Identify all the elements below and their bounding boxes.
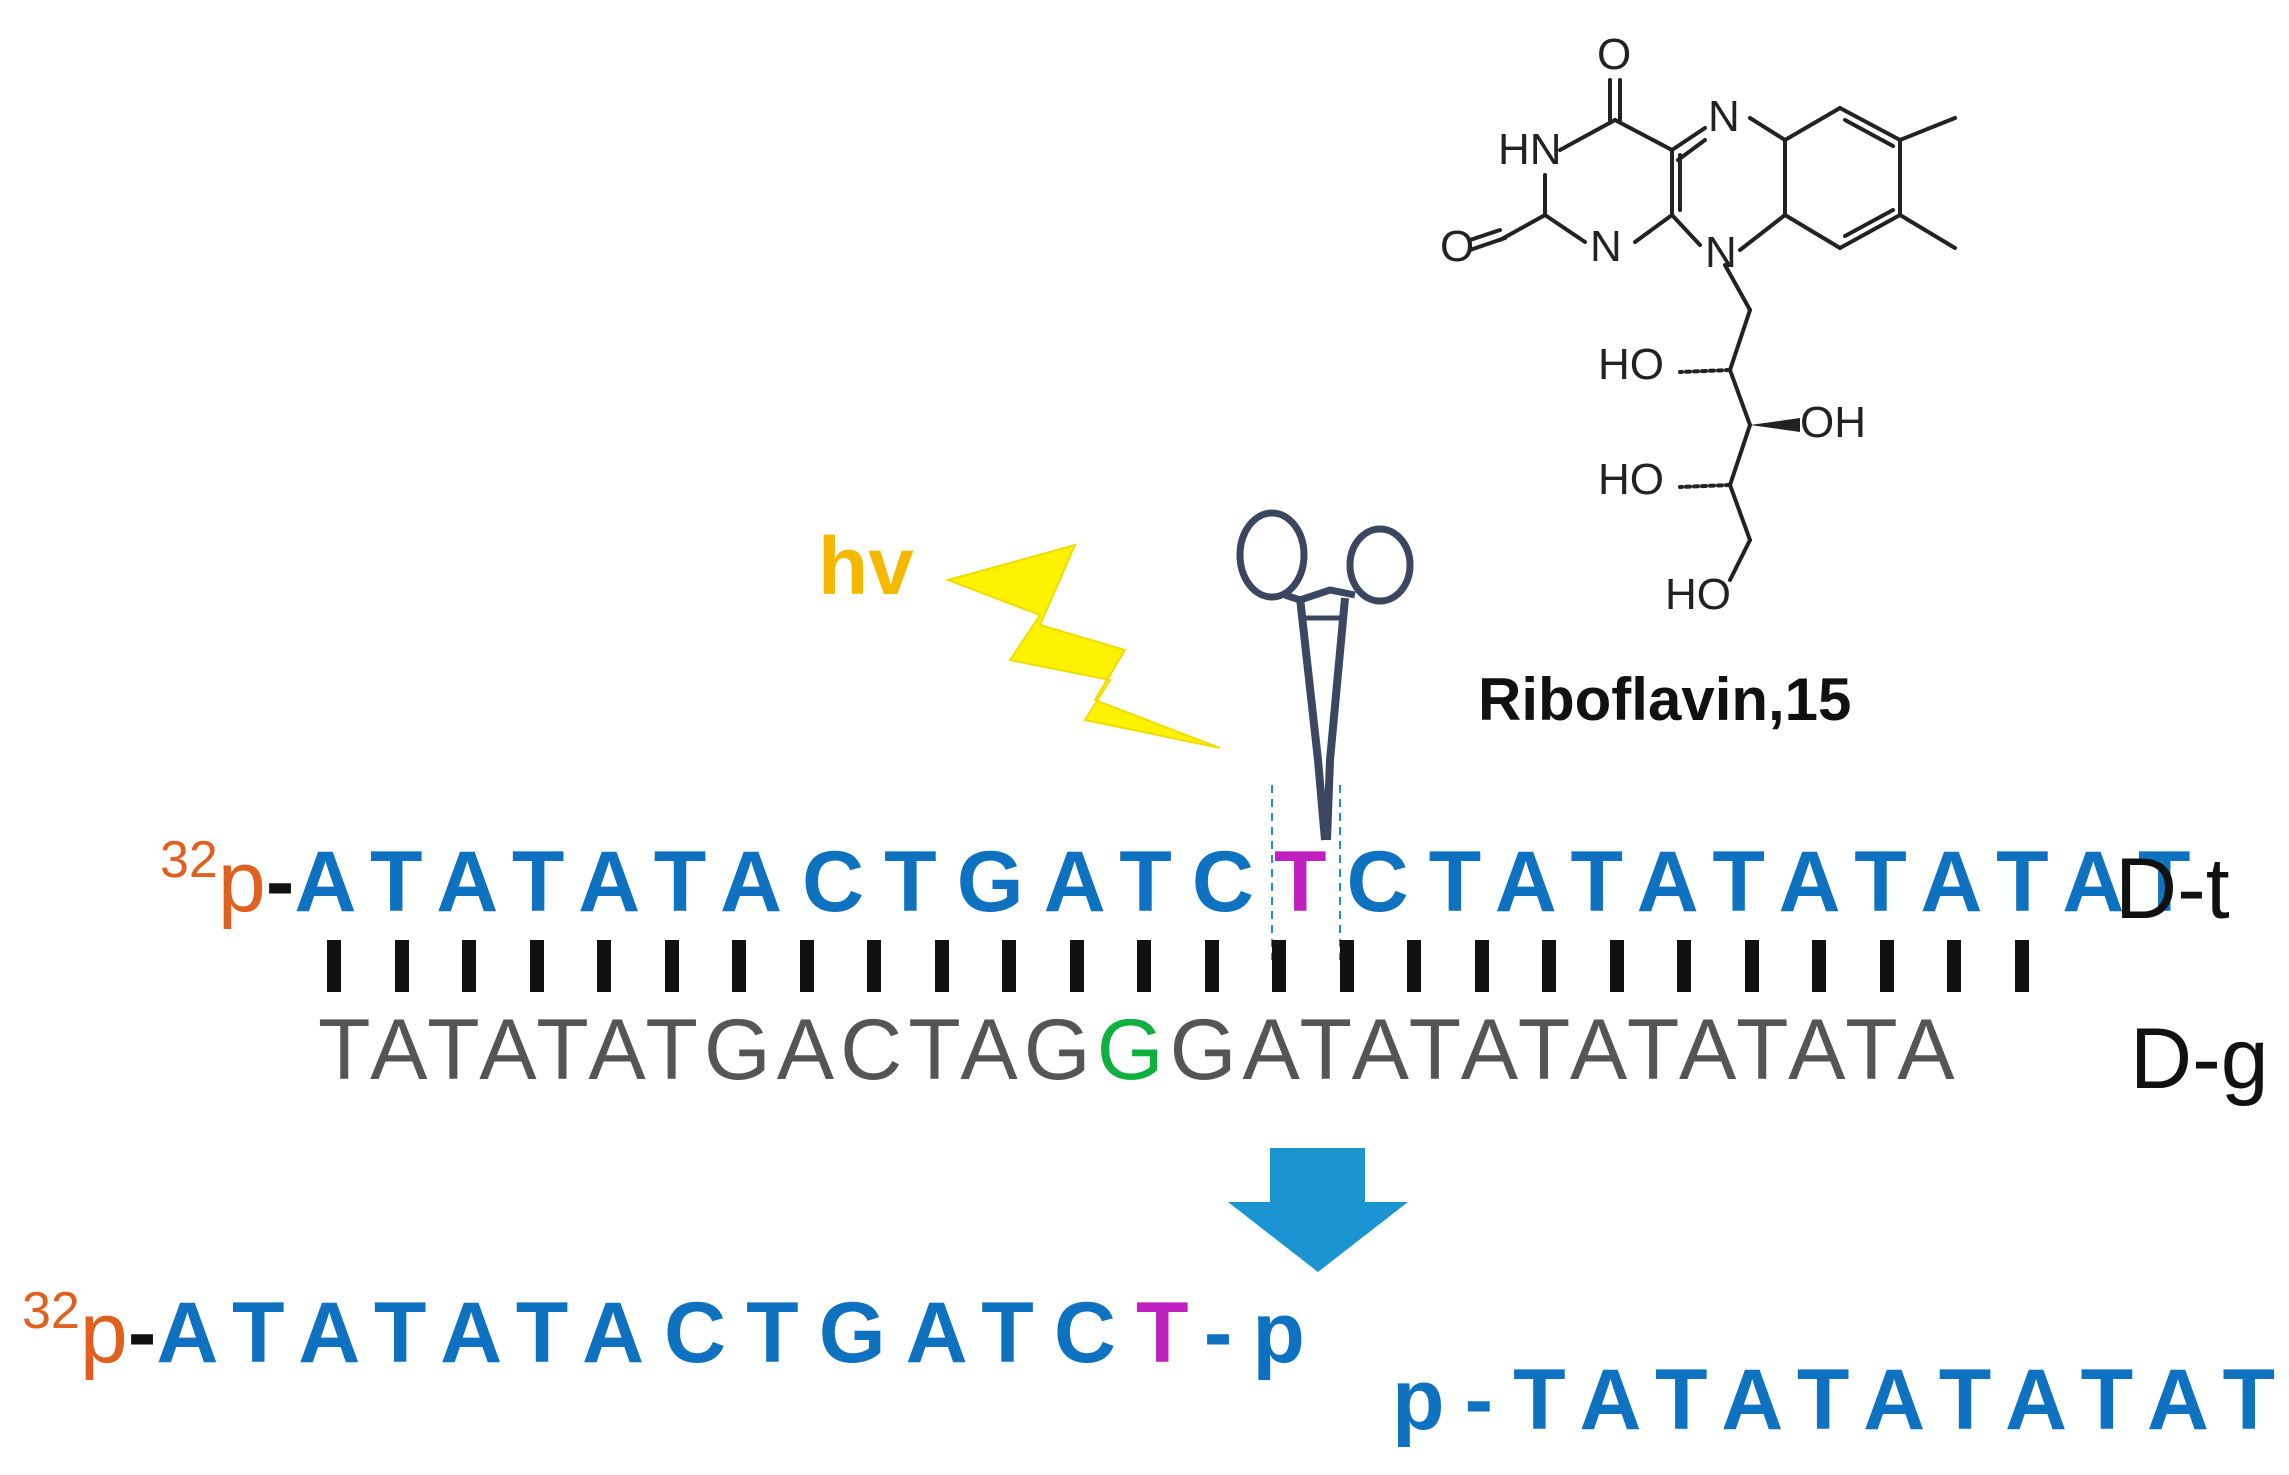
riboflavin-structure bbox=[1468, 78, 1957, 582]
atom-ho1: HO bbox=[1598, 340, 1664, 389]
top-strand: 32p-ATATATACTGATCTCTATATATATAT bbox=[160, 832, 2211, 932]
bottom-strand-label: D-g bbox=[2130, 1011, 2269, 1107]
atom-o-top: O bbox=[1597, 30, 1632, 79]
bottom-strand: TATATATGACTAGGGATATATATATATA bbox=[318, 1000, 1961, 1125]
top-strand-seq-t: T bbox=[1273, 834, 1347, 930]
atom-n-ring-bottom: N bbox=[1705, 228, 1737, 277]
bottom-strand-seq-g: G bbox=[1096, 1002, 1170, 1098]
bottom-strand-seq-b: GATATATATATATA bbox=[1169, 1002, 1961, 1098]
atom-n-ring-top: N bbox=[1708, 92, 1740, 141]
product-left: 32p-ATATATACTGATCT-p bbox=[22, 1283, 1325, 1383]
atom-n-left: N bbox=[1590, 222, 1622, 271]
bottom-strand-seq-a: TATATATGACTAG bbox=[318, 1002, 1097, 1098]
top-strand-seq-c: C bbox=[1346, 834, 1429, 930]
product-right-prefix: p- bbox=[1392, 1352, 1514, 1448]
hv-label: hv bbox=[818, 521, 914, 612]
atom-ho3: HO bbox=[1598, 455, 1664, 504]
product-left-prefix: 32p bbox=[22, 1282, 128, 1381]
atom-hn: HN bbox=[1498, 125, 1562, 174]
product-left-seq: ATATATACTGATC bbox=[156, 1285, 1136, 1381]
down-arrow-icon bbox=[1228, 1148, 1408, 1272]
base-pair-ticks bbox=[327, 940, 2029, 992]
product-right: p-TATATATATAT bbox=[1392, 1350, 2289, 1475]
top-strand-prefix: 32p bbox=[160, 831, 266, 930]
wedge-bond bbox=[1750, 418, 1800, 432]
lightning-bolt-icon bbox=[944, 543, 1221, 749]
product-right-seq: TATATATATAT bbox=[1513, 1352, 2289, 1448]
product-left-seq-t: T bbox=[1135, 1285, 1204, 1381]
product-left-suffix: -p bbox=[1203, 1285, 1325, 1381]
forceps-icon bbox=[1236, 509, 1414, 841]
atom-o-left: O bbox=[1440, 222, 1475, 271]
top-strand-seq-b: TATATATATAT bbox=[1428, 834, 2211, 930]
top-strand-label: D-t bbox=[2115, 841, 2230, 937]
atom-ho4: HO bbox=[1665, 570, 1731, 619]
top-strand-seq-a: ATATATACTGATC bbox=[294, 834, 1274, 930]
atom-oh2: OH bbox=[1800, 398, 1866, 447]
product-left-dash: - bbox=[127, 1285, 157, 1381]
riboflavin-caption: Riboflavin,15 bbox=[1478, 666, 1852, 733]
top-strand-dash: - bbox=[265, 834, 295, 930]
